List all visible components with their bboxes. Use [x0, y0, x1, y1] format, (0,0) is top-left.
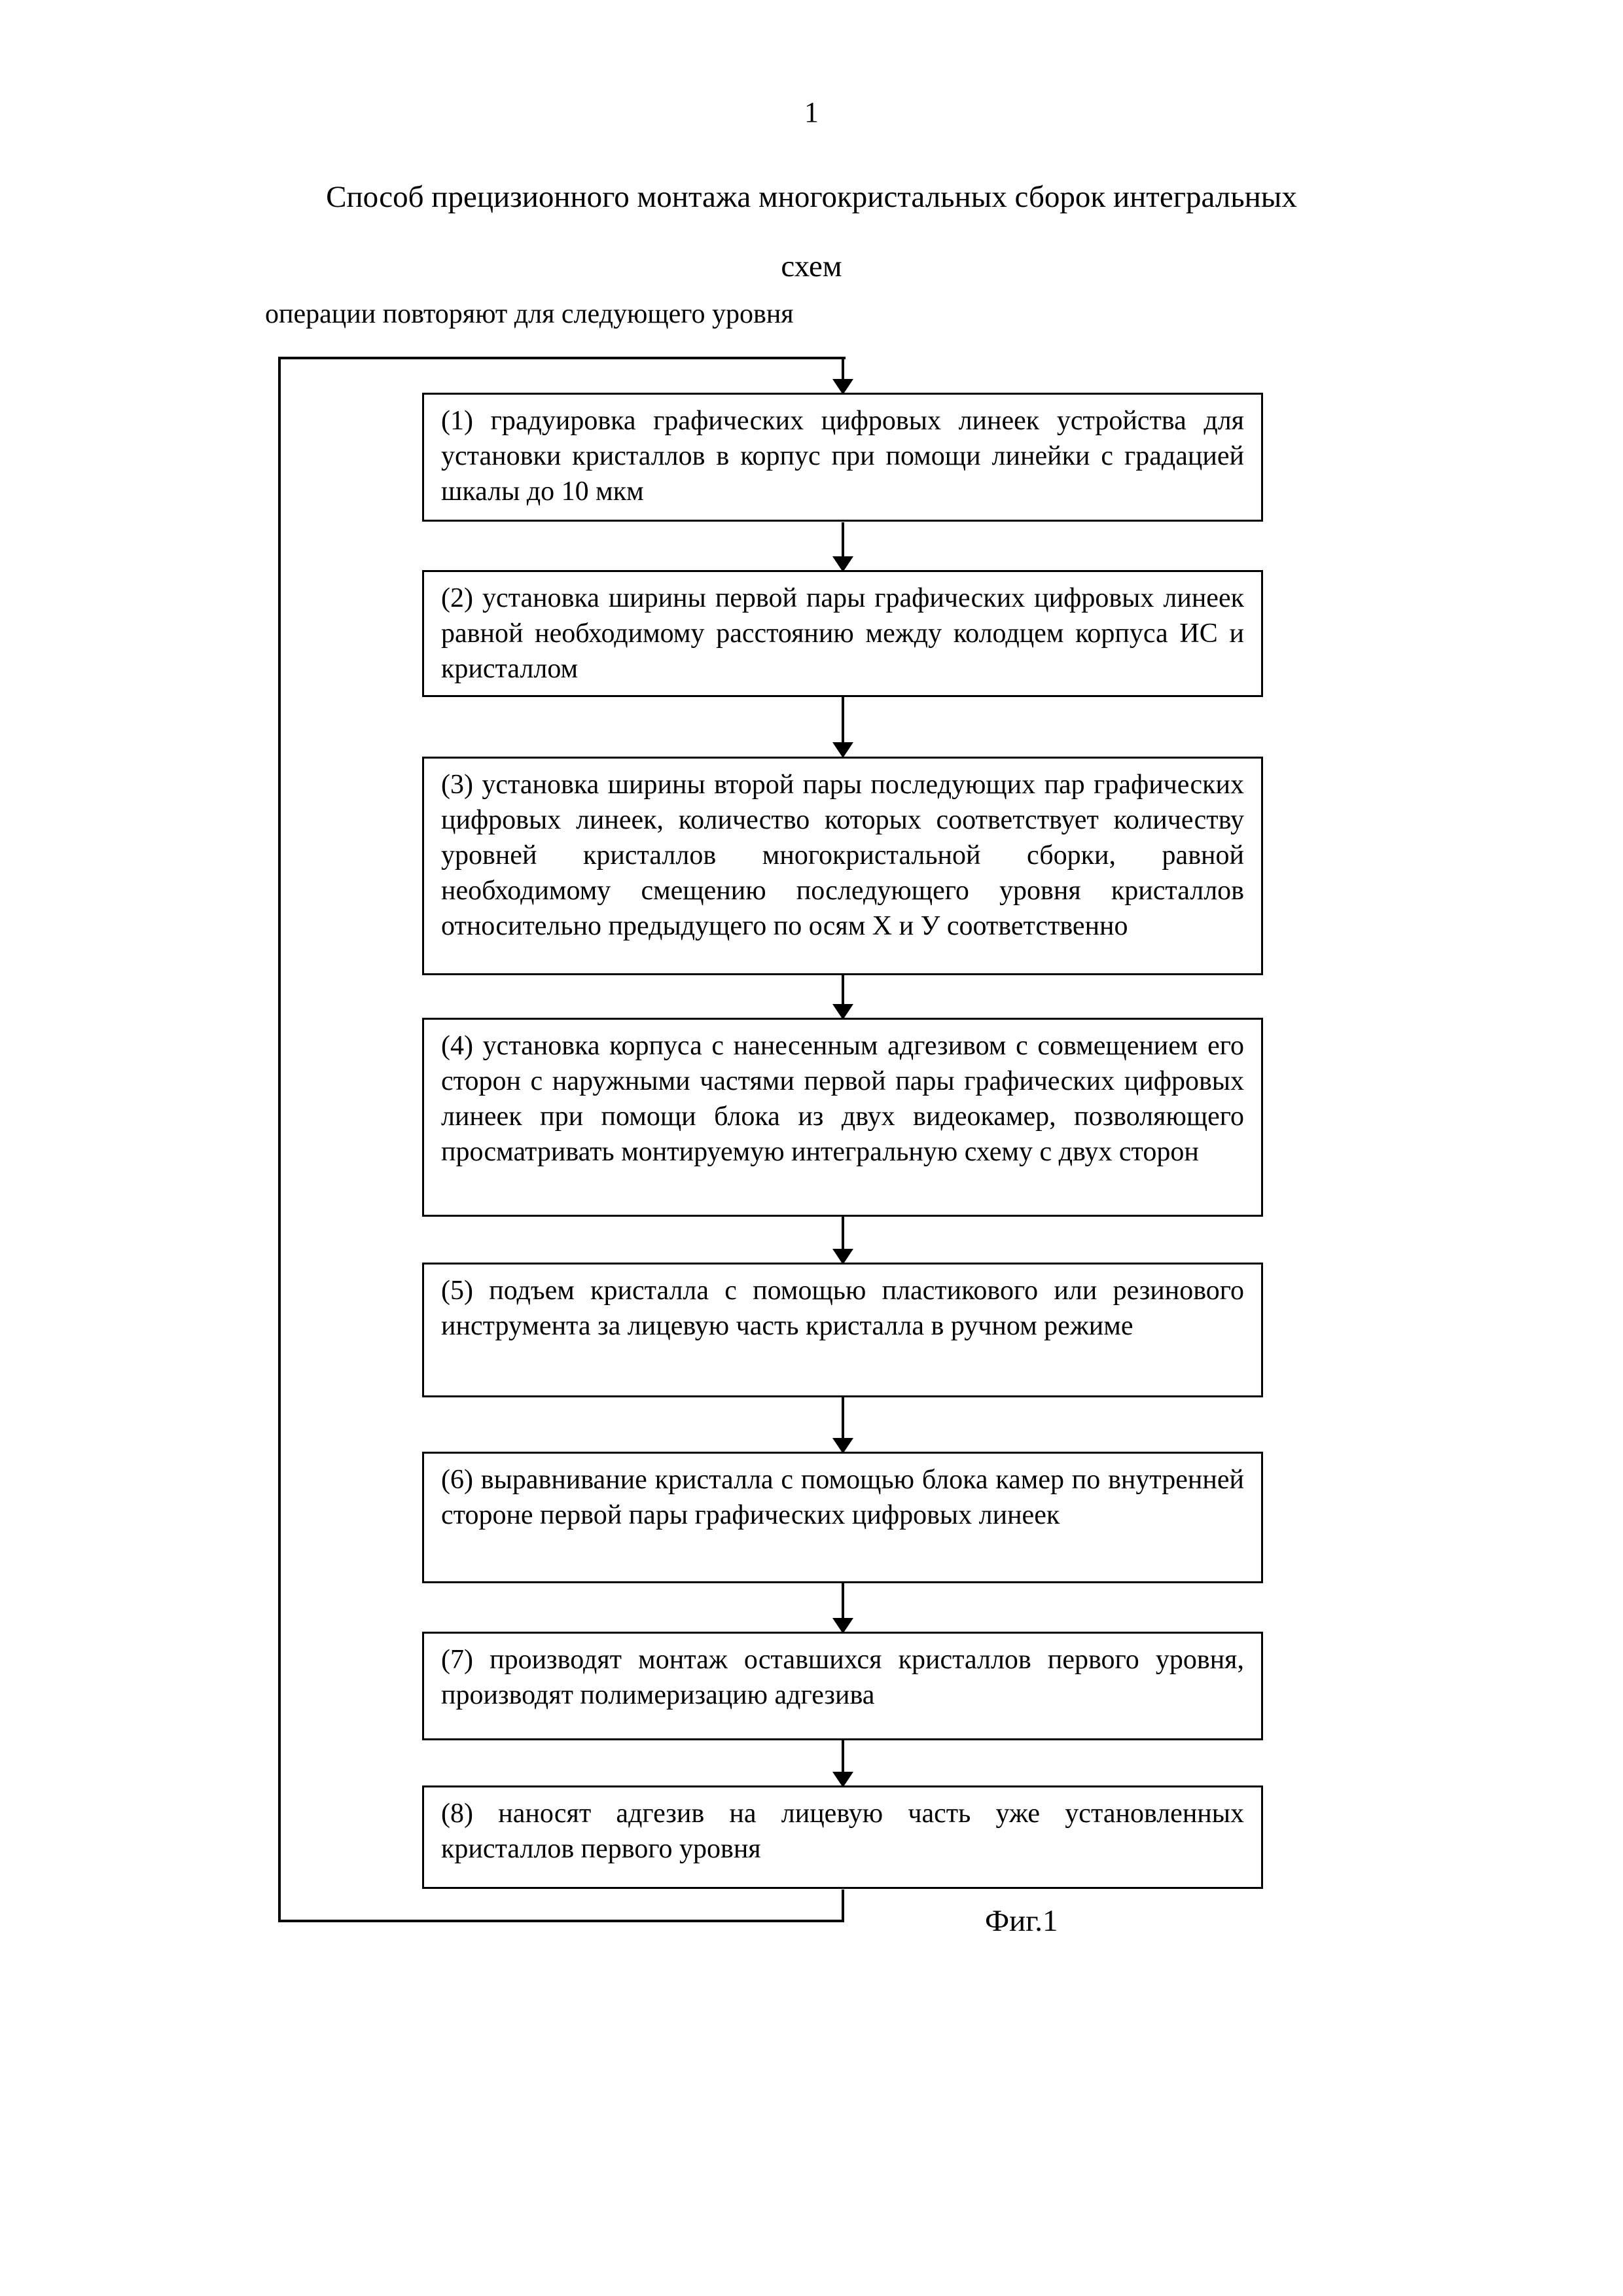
flow-arrow-2-3-icon [832, 696, 853, 758]
arrow-shaft [842, 696, 844, 749]
arrow-shaft [842, 522, 844, 564]
arrow-head-icon [832, 1249, 853, 1265]
arrow-shaft [842, 358, 844, 386]
loop-line-bottom [278, 1920, 844, 1922]
flow-step-8: (8) наносят адгезив на лицевую часть уже… [422, 1785, 1263, 1889]
flow-step-1: (1) градуировка графических цифровых лин… [422, 393, 1263, 522]
arrow-shaft [842, 1396, 844, 1445]
page-title: Способ прецизионного монтажа многокриста… [0, 178, 1623, 285]
title-line-2: схем [781, 249, 842, 283]
flow-arrow-1-2-icon [832, 522, 853, 572]
arrow-shaft [842, 1739, 844, 1779]
arrow-head-icon [832, 1772, 853, 1787]
flow-step-4: (4) установка корпуса с нанесенным адгез… [422, 1018, 1263, 1217]
loop-line-tail [842, 1890, 844, 1922]
arrow-head-icon [832, 742, 853, 758]
flow-arrow-7-8-icon [832, 1739, 853, 1787]
arrow-head-icon [832, 1438, 853, 1454]
arrow-shaft [842, 1583, 844, 1625]
arrow-head-icon [832, 379, 853, 395]
arrow-head-icon [832, 1618, 853, 1634]
flow-step-5: (5) подъем кристалла с помощью пластиков… [422, 1263, 1263, 1397]
page-number: 1 [804, 96, 819, 128]
flow-step-6: (6) выравнивание кристалла с помощью бло… [422, 1452, 1263, 1583]
flow-step-7: (7) производят монтаж оставшихся кристал… [422, 1632, 1263, 1740]
flow-arrow-6-7-icon [832, 1583, 853, 1634]
flow-arrow-4-5-icon [832, 1216, 853, 1265]
flow-step-3: (3) установка ширины второй пары последу… [422, 757, 1263, 975]
arrow-head-icon [832, 1004, 853, 1020]
arrow-head-icon [832, 556, 853, 572]
loop-entry-arrow-icon [832, 358, 853, 395]
loop-label: операции повторяют для следующего уровня [265, 299, 794, 329]
title-line-1: Способ прецизионного монтажа многокриста… [326, 180, 1297, 214]
flow-arrow-5-6-icon [832, 1396, 853, 1454]
flow-arrow-3-4-icon [832, 974, 853, 1020]
flow-step-2: (2) установка ширины первой пары графиче… [422, 570, 1263, 697]
arrow-shaft [842, 1216, 844, 1256]
loop-line-left [278, 357, 281, 1922]
arrow-shaft [842, 974, 844, 1011]
figure-caption: Фиг.1 [985, 1904, 1058, 1938]
loop-line-top [278, 357, 846, 359]
